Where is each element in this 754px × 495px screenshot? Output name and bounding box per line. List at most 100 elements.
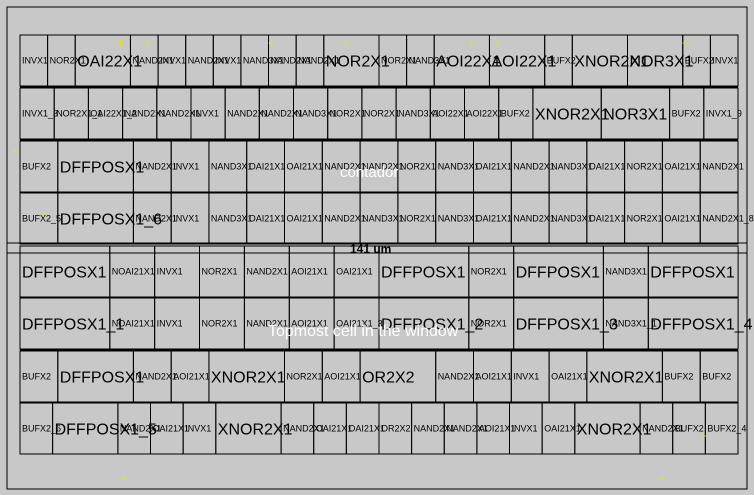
cell-label: NOR2X1 [627, 162, 663, 172]
cell-label: OAI21X1 [336, 267, 373, 277]
cell-label: NOR2X1 [202, 267, 238, 277]
cell-instance[interactable] [699, 192, 739, 245]
cell-label: INVX1 [512, 424, 538, 434]
cell-label: INVX1_3 [22, 109, 58, 119]
cell-label: NAND2X1 [298, 56, 340, 66]
cell-label: NAND2X1 [135, 162, 177, 172]
cell-label: INVX1 [185, 424, 211, 434]
cell-label: NOR2X1 [471, 319, 507, 329]
cell-label: NAND2X1 [283, 424, 325, 434]
cell-instance[interactable] [703, 87, 739, 140]
cell-label: OAI21X1 [249, 214, 286, 224]
cell-instance[interactable] [709, 34, 739, 87]
cell-instance[interactable] [699, 140, 739, 193]
cell-label: DFFPOSX1_3 [516, 317, 618, 334]
cell-label: XNOR2X1 [218, 422, 293, 439]
cell-label: INVX1 [193, 109, 219, 119]
cell-label: DFFPOSX1 [381, 265, 466, 282]
cell-label: NAND2X1 [188, 56, 230, 66]
pin-marker-icon: + [268, 36, 275, 50]
cell-label: NAND2X1 [446, 424, 488, 434]
top-cell-name: contador [340, 164, 398, 181]
pin-marker-icon: + [120, 471, 127, 485]
cell-label: INVX1 [157, 267, 183, 277]
cell-label: BUFX2_5 [22, 214, 61, 224]
cell-label: AOI21X1 [476, 372, 513, 382]
cell-label: XNOR2X1 [535, 107, 610, 124]
cell-label: DFFPOSX1_2 [381, 317, 483, 334]
cell-label: BUFX2 [664, 372, 693, 382]
cell-label: BUFX2 [547, 56, 576, 66]
cell-label: NOR2X1 [326, 54, 390, 71]
cell-instance[interactable] [704, 402, 739, 455]
cell-label: AOI22X1 [492, 54, 557, 71]
cell-label: NAND2X1 [702, 162, 744, 172]
cell-label: OR2X2 [362, 370, 415, 387]
cell-label: NOR2X1 [330, 109, 366, 119]
pin-marker-icon: + [682, 36, 689, 50]
cell-label: BUFX2 [501, 109, 530, 119]
cell-label: AOI21X1 [291, 267, 328, 277]
cell-label: OAI22X1_2 [90, 109, 137, 119]
cell-label: NAND2X1 [246, 319, 288, 329]
cell-label: DFFPOSX1_6 [60, 212, 162, 229]
cell-label: INVX1 [712, 56, 738, 66]
cell-label: OAI21X1 [544, 424, 581, 434]
cell-label: NAND3X1 [398, 109, 440, 119]
cell-label: NAND3X1 [438, 214, 480, 224]
cell-label: XNOR2X1 [574, 54, 649, 71]
cell-label: XNOR2X1 [211, 370, 286, 387]
cell-label: NAND3X1 [243, 56, 285, 66]
cell-label: OAI21X1 [316, 424, 353, 434]
cell-label: NAND2X1_8 [702, 214, 754, 224]
cell-label: BUFX2_4 [707, 424, 746, 434]
cell-label: AOI22X1 [436, 54, 501, 71]
cell-instance[interactable] [699, 350, 739, 403]
pin-marker-icon: + [12, 144, 19, 158]
cell-label: XNOR2X1 [589, 370, 664, 387]
cell-label: OAI21X1 [287, 214, 324, 224]
cell-label: OAI21X1 [664, 214, 701, 224]
cell-label: NAND2X1 [159, 109, 201, 119]
cell-label: OAI21X1 [476, 162, 513, 172]
cell-instance[interactable] [647, 245, 739, 298]
top-cell-boundary [6, 6, 748, 490]
cell-label: AOI22X1 [467, 109, 504, 119]
cell-label: DFFPOSX1 [60, 160, 145, 177]
ruler-label: 141 um [350, 242, 391, 256]
cell-label: NAND2X1 [362, 162, 404, 172]
overlay-message: Topmost cell in the window [268, 323, 459, 340]
cell-label: DFFPOSX1 [650, 265, 735, 282]
pin-marker-icon: + [342, 36, 349, 50]
cell-label: NOR2X1 [471, 267, 507, 277]
pin-marker-icon: + [494, 36, 501, 50]
cell-instance[interactable] [647, 297, 739, 350]
cell-label: NAND3X1 [211, 162, 253, 172]
cell-label: NAND2X1 [513, 214, 555, 224]
cell-label: NAND3X1 [551, 214, 593, 224]
cell-label: NAND2X1 [414, 424, 456, 434]
cell-label: NOR2X1 [364, 109, 400, 119]
cell-label: AOI21X1 [479, 424, 516, 434]
cell-label: OAI21X1 [589, 214, 626, 224]
cell-label: NAND3X1 [551, 162, 593, 172]
cell-label: INVX1 [160, 56, 186, 66]
cell-label: INVX1 [513, 372, 539, 382]
cell-label: BUFX2 [22, 372, 51, 382]
cell-label: INVX1_9 [706, 109, 742, 119]
cell-label: NOR2X1_1 [56, 109, 102, 119]
cell-label: NAND2X1 [227, 109, 269, 119]
cell-label: INVX1 [215, 56, 241, 66]
cell-label: NAND2X1 [135, 372, 177, 382]
cell-label: NOR2X1 [287, 372, 323, 382]
cell-label: OAI21X1 [664, 162, 701, 172]
cell-label: NOR2X1 [627, 214, 663, 224]
cell-label: NAND3X1 [362, 214, 404, 224]
cell-label: DFFPOSX1_5 [55, 422, 157, 439]
cell-label: NOR2X1 [400, 162, 436, 172]
cell-label: OAI21X1 [589, 162, 626, 172]
cell-label: XNOR2X1 [577, 422, 652, 439]
